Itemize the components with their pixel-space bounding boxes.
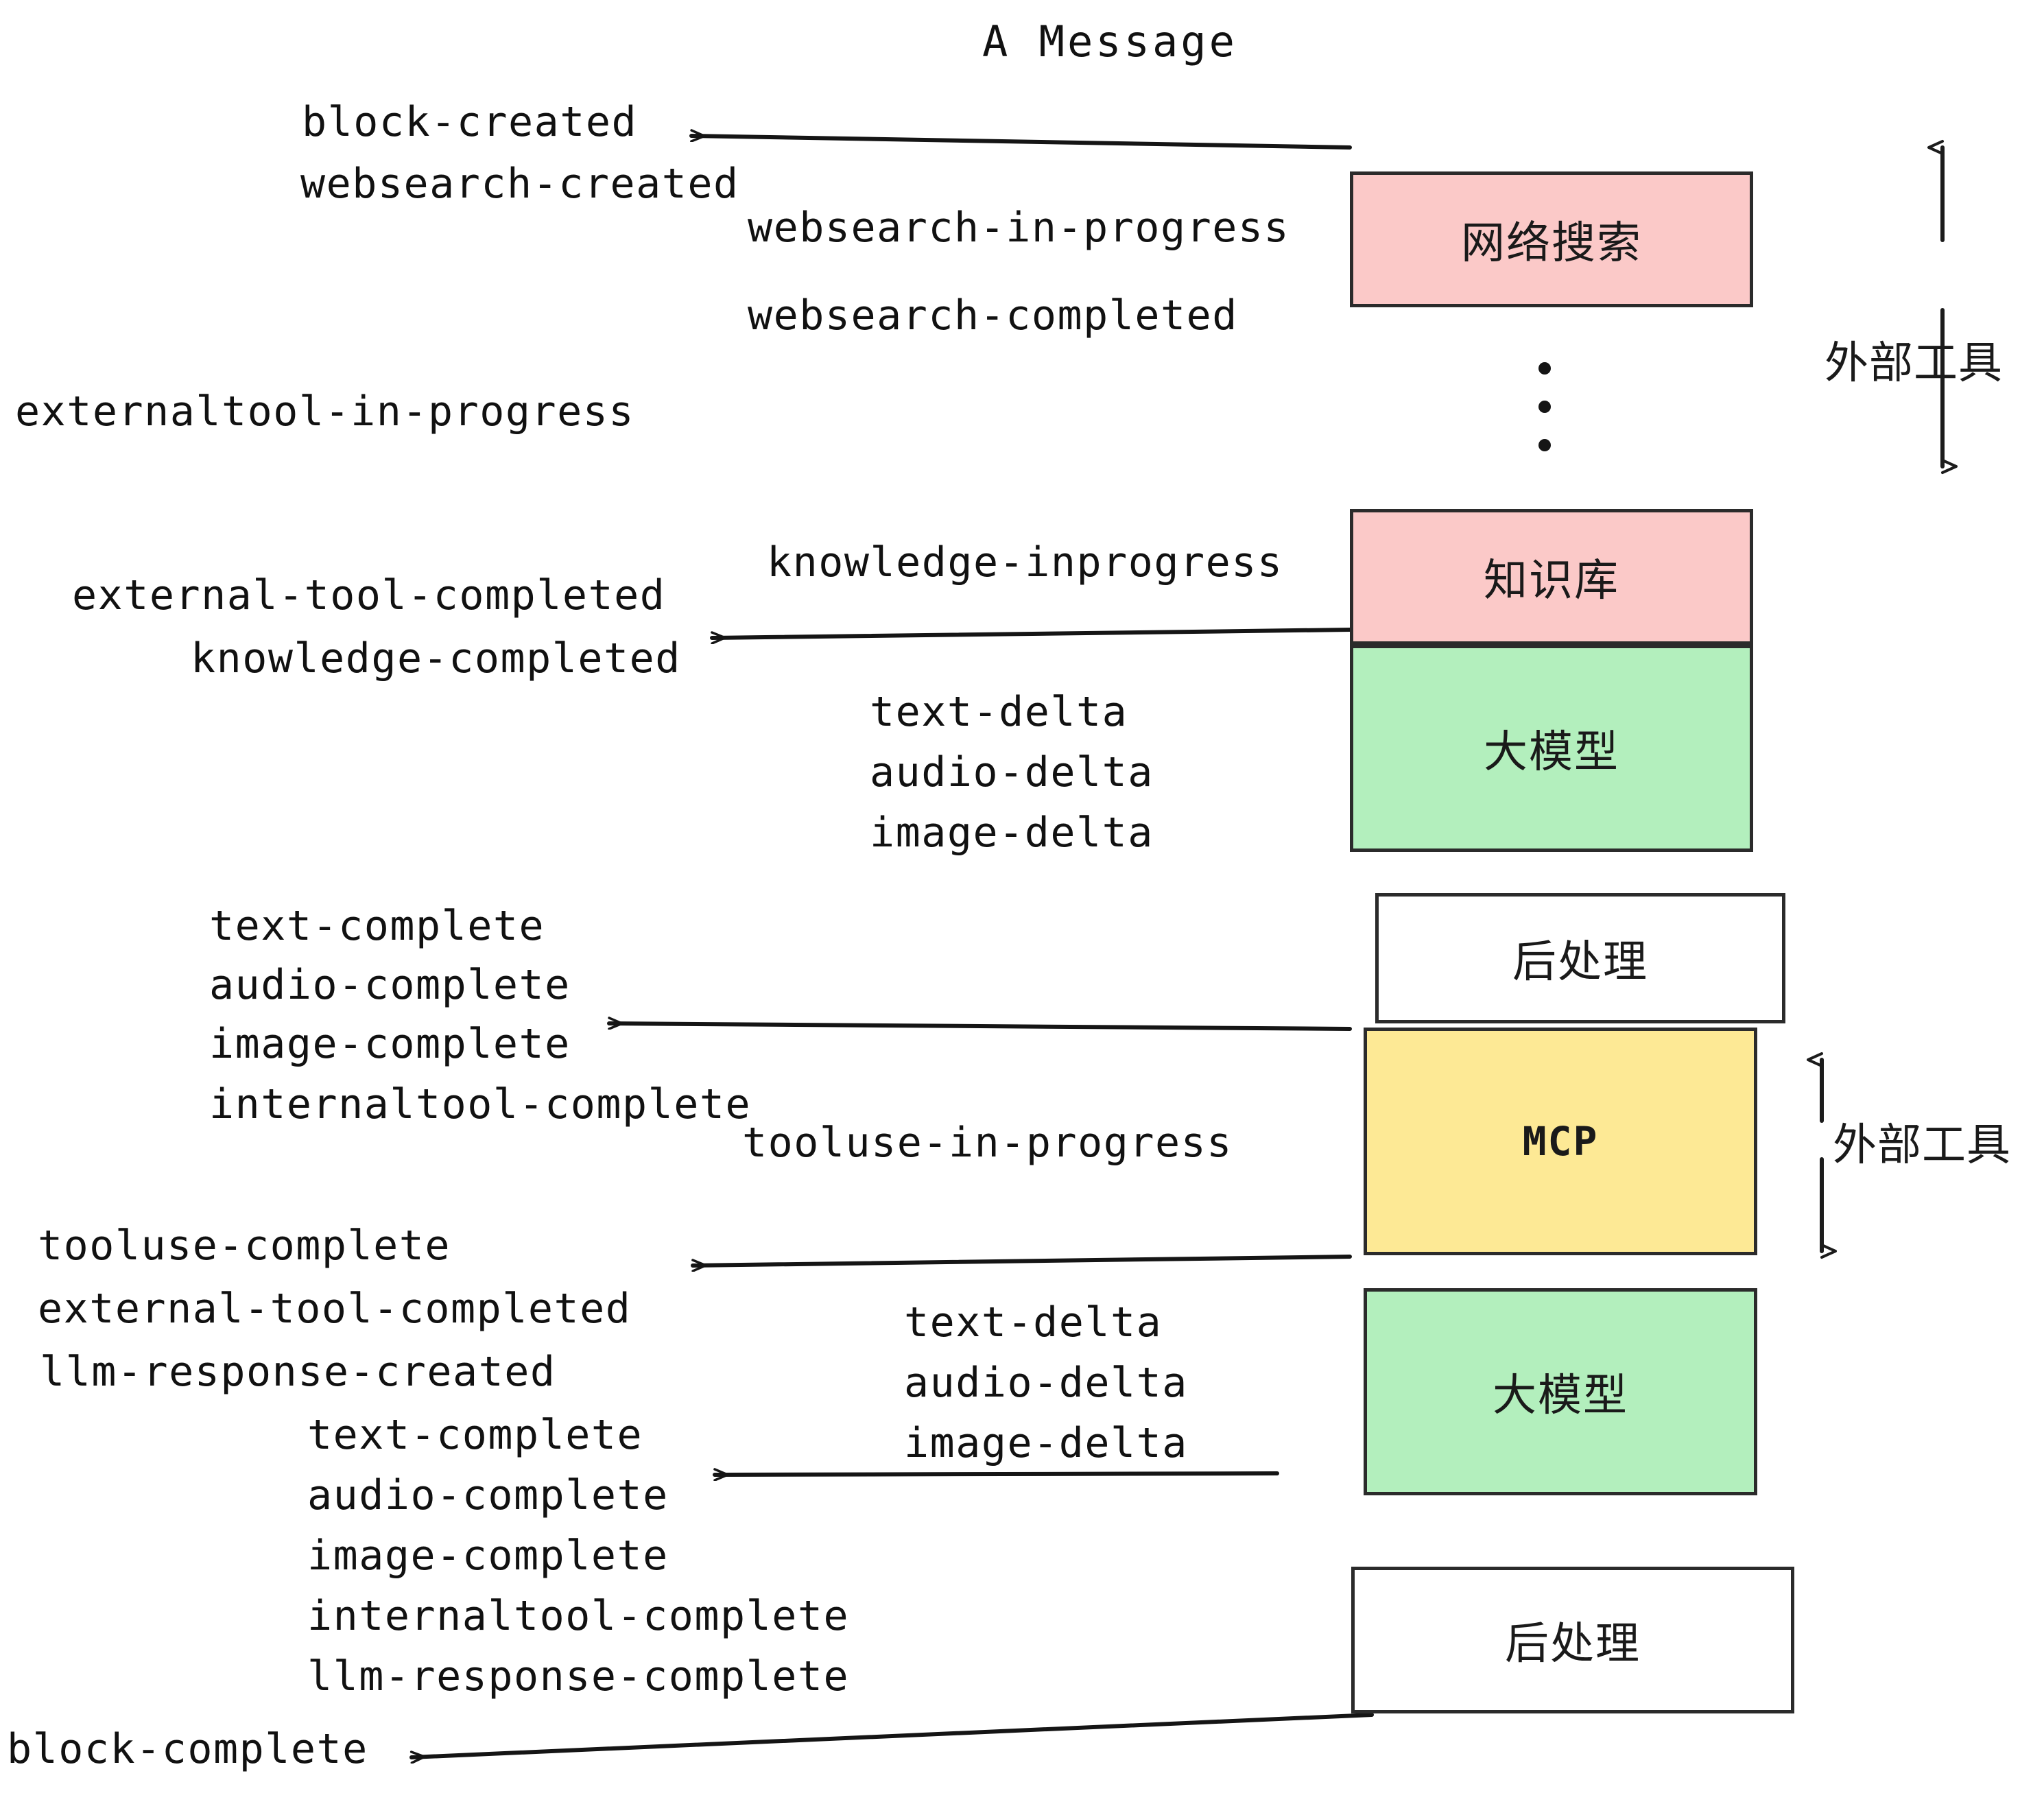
event-label-5: audio-complete — [209, 961, 571, 1009]
node-box-postproc2[interactable]: 后处理 — [1351, 1567, 1794, 1713]
event-label-9: audio-complete — [307, 1471, 669, 1519]
node-box-knowledge[interactable]: 知识库 — [1350, 509, 1753, 645]
event-label-2: knowledge-inprogress — [767, 538, 1283, 586]
event-label-3: llm-response-created — [40, 1348, 556, 1396]
node-label-llm2: 大模型 — [1493, 1370, 1628, 1421]
node-box-websearch[interactable]: 网络搜索 — [1350, 171, 1753, 307]
event-label-1: websearch-completed — [748, 292, 1238, 340]
event-label-8: text-complete — [307, 1411, 643, 1459]
event-label-1: websearch-created — [300, 160, 739, 208]
arrow-knowledge-completed-return — [710, 628, 1352, 638]
page-title: A Message — [982, 16, 1237, 67]
arrow-tooluse-complete-return — [691, 1255, 1352, 1266]
ellipsis-dot — [1538, 362, 1551, 375]
event-label-3: knowledge-completed — [191, 634, 681, 683]
event-label-1: tooluse-complete — [38, 1222, 451, 1270]
event-label-2: external-tool-completed — [38, 1285, 632, 1333]
event-label-2: external-tool-completed — [72, 571, 666, 619]
event-label-9: image-delta — [904, 1419, 1188, 1467]
arrow-image-complete-return — [607, 1023, 1352, 1031]
event-label-8: audio-delta — [904, 1359, 1188, 1407]
event-label-4: text-complete — [209, 902, 545, 950]
event-label-7: text-delta — [904, 1298, 1163, 1346]
event-label-0: block-created — [302, 98, 638, 146]
arrow-audio-complete-return — [713, 1473, 1279, 1475]
node-label-knowledge: 知识库 — [1484, 556, 1619, 606]
event-label-3: text-delta — [870, 688, 1128, 736]
node-label-postproc1: 后处理 — [1512, 937, 1648, 988]
external-tool-label-0: 外部工具 — [1825, 338, 2003, 389]
event-label-6: image-complete — [209, 1020, 571, 1068]
event-label-10: image-complete — [307, 1532, 669, 1580]
arrow-block-complete-return — [409, 1713, 1374, 1757]
node-box-llm2[interactable]: 大模型 — [1364, 1288, 1757, 1495]
node-label-websearch: 网络搜索 — [1461, 218, 1642, 269]
external-tool-label-1: 外部工具 — [1833, 1120, 2011, 1171]
ellipsis-dot — [1538, 439, 1551, 451]
event-label-6: tooluse-in-progress — [742, 1119, 1233, 1167]
ellipsis-dot — [1538, 401, 1551, 413]
node-box-postproc1[interactable]: 后处理 — [1375, 893, 1785, 1023]
event-label-12: llm-response-complete — [307, 1652, 850, 1700]
node-box-llm1[interactable]: 大模型 — [1350, 645, 1753, 852]
arrow-block-created-return — [689, 136, 1352, 150]
event-label-5: image-delta — [870, 809, 1154, 857]
event-label-4: block-complete — [7, 1725, 368, 1773]
event-label-7: internaltool-complete — [209, 1080, 752, 1128]
vertical-ellipsis-icon — [1538, 362, 1551, 451]
event-label-4: audio-delta — [870, 748, 1154, 796]
event-label-0: externaltool-in-progress — [15, 388, 634, 436]
node-label-llm1: 大模型 — [1484, 727, 1619, 778]
node-box-mcp[interactable]: MCP — [1364, 1028, 1757, 1255]
node-label-postproc2: 后处理 — [1505, 1619, 1641, 1670]
event-label-0: websearch-in-progress — [748, 204, 1290, 252]
node-label-mcp: MCP — [1522, 1118, 1599, 1165]
event-label-11: internaltool-complete — [307, 1592, 850, 1640]
